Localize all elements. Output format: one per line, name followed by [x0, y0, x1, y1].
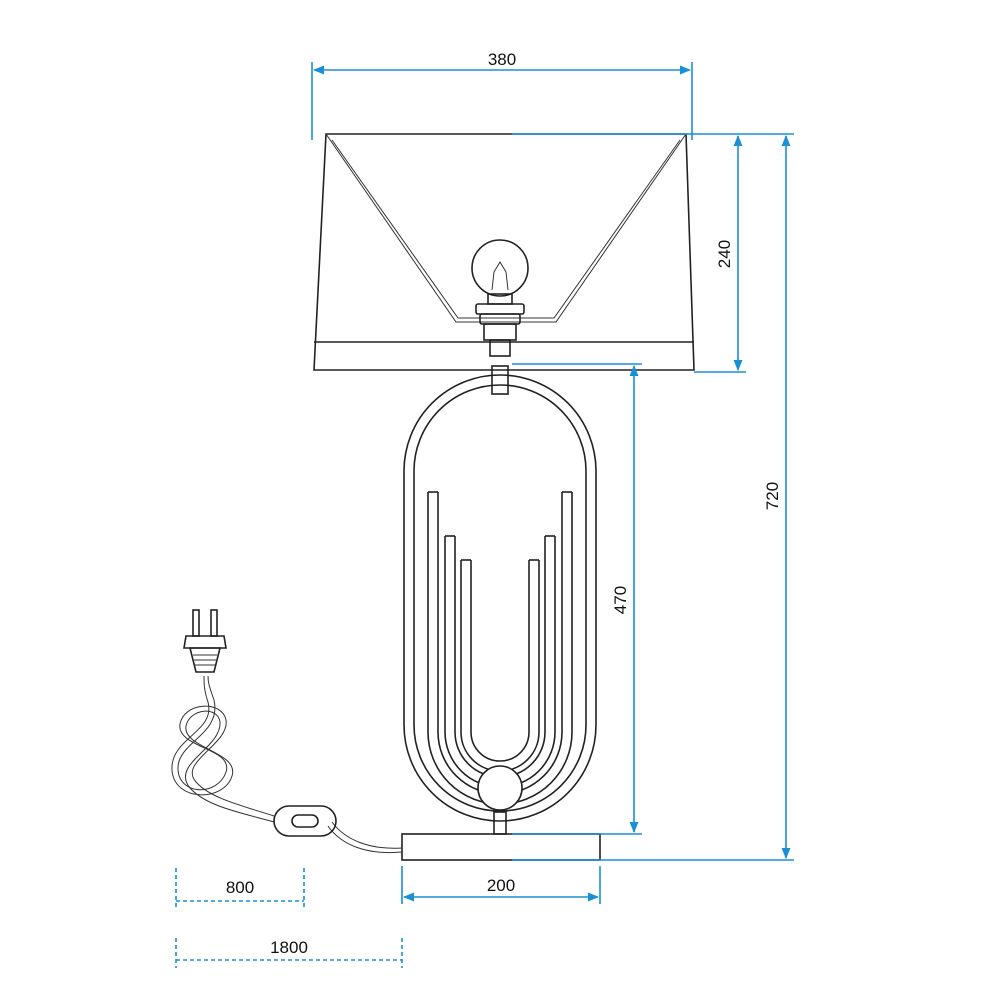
- dimension-label-cable-length: 1800: [270, 938, 308, 957]
- oval-frame: [403, 374, 597, 822]
- dimension-shade-width: 380: [311, 50, 693, 140]
- dimension-base-width: 200: [401, 866, 601, 904]
- dimension-base-height: 470: [512, 363, 642, 835]
- lamp-socket: [475, 303, 525, 395]
- dimension-label-shade-width: 380: [488, 50, 516, 69]
- dimension-label-total-height: 720: [763, 482, 782, 510]
- dimension-label-shade-height: 240: [715, 240, 734, 268]
- inner-u-bars: [427, 491, 573, 805]
- decor-ball: [477, 765, 523, 811]
- inline-switch: [273, 805, 337, 837]
- dimension-shade-height: 240: [512, 133, 794, 373]
- power-cable: [171, 675, 403, 854]
- dimension-switch-length: 800: [175, 868, 305, 908]
- dimension-cable-length: 1800: [175, 938, 403, 968]
- dimension-label-base-width: 200: [487, 876, 515, 895]
- lamp-stem: [493, 811, 507, 835]
- lamp-base: [401, 833, 601, 861]
- lamp-shade: [313, 133, 695, 371]
- dimension-total-height: 720: [512, 134, 794, 861]
- dimension-label-base-height: 470: [611, 586, 630, 614]
- light-bulb: [471, 239, 529, 305]
- dimension-label-switch-length: 800: [226, 878, 254, 897]
- plug-icon: [183, 609, 227, 673]
